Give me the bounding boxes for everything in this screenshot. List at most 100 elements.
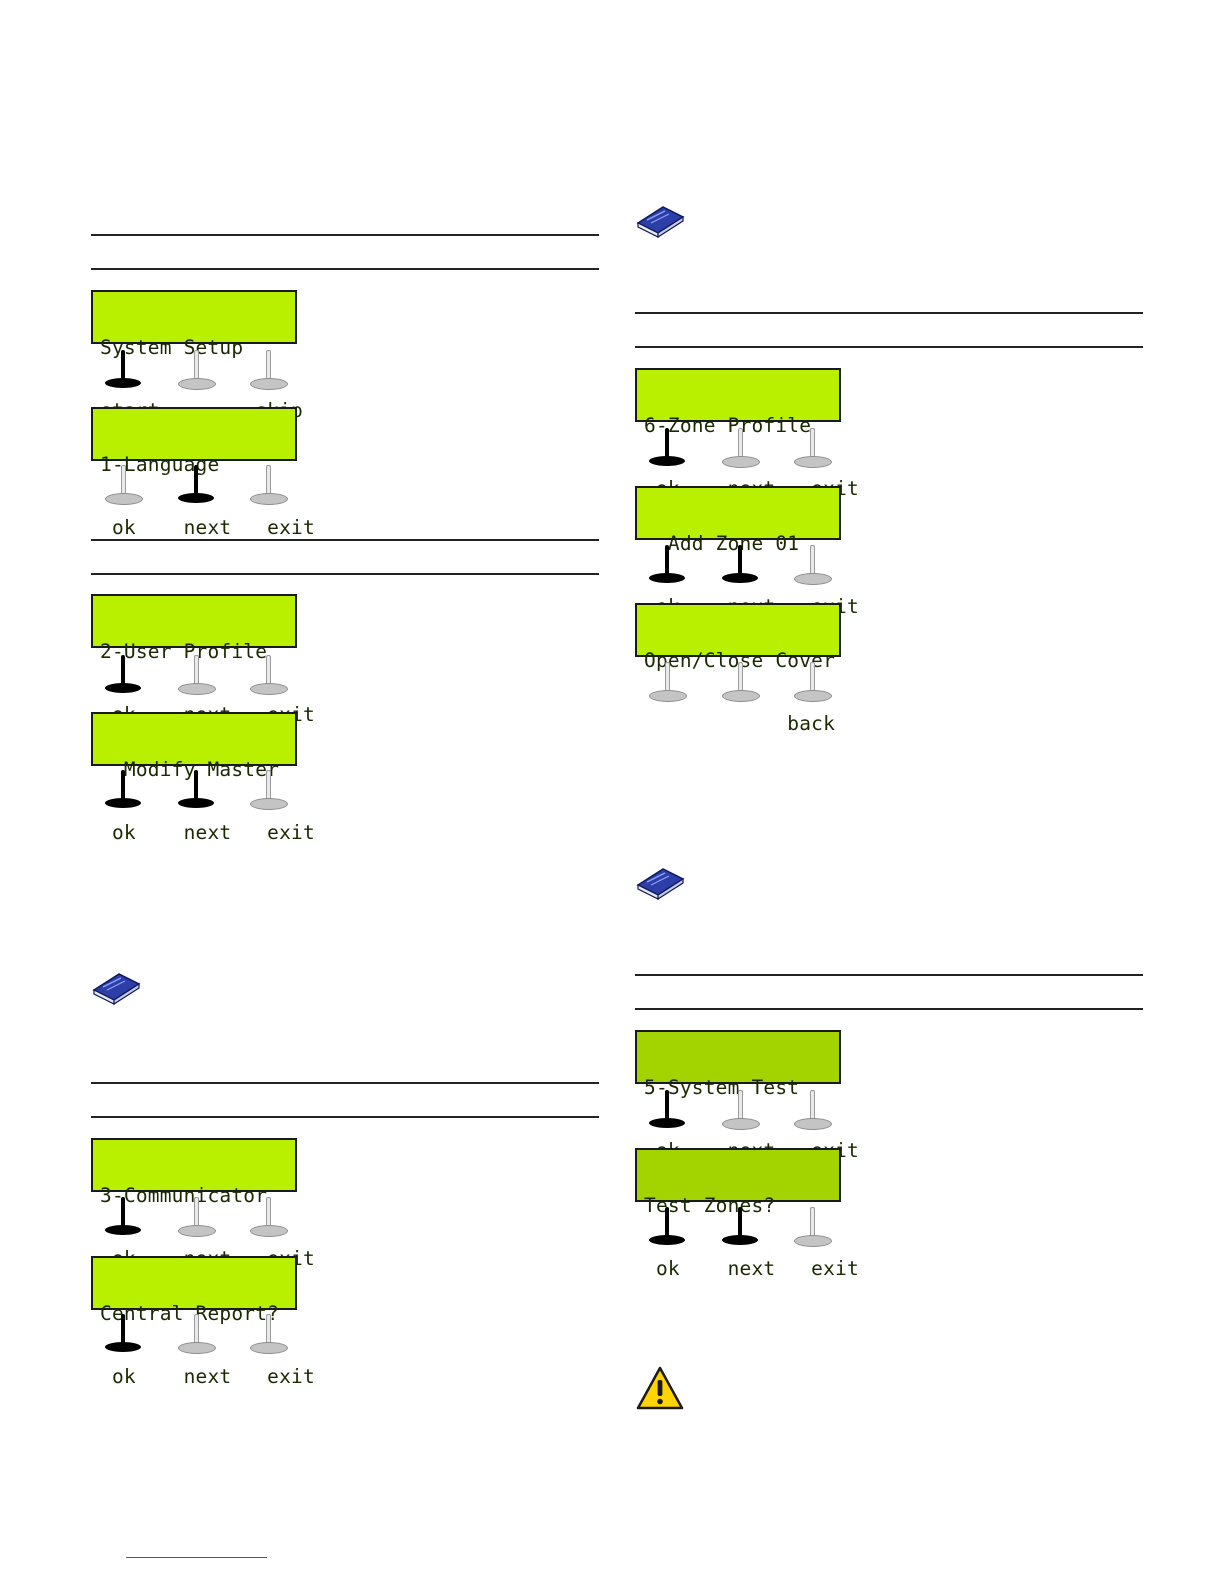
key-base	[178, 493, 214, 503]
keypad-add-zone	[635, 545, 841, 587]
middle-key-idle	[176, 655, 216, 697]
key-stem	[665, 428, 669, 458]
lcd-line-2: ok next exit	[100, 516, 315, 539]
lcd-user-profile: 2-User Profile ok next exit	[91, 594, 315, 725]
key-stem	[121, 1314, 125, 1344]
section-rule	[91, 539, 599, 541]
key-base	[105, 378, 141, 388]
right-key-idle	[248, 465, 288, 507]
right-key-idle	[792, 1207, 832, 1249]
key-stem	[121, 770, 125, 800]
section-rule	[91, 1116, 599, 1118]
key-base	[794, 1118, 832, 1130]
lcd-add-zone: Add Zone 01 ok next exit	[635, 486, 859, 617]
section-rule	[91, 1082, 599, 1084]
keypad-system-setup	[91, 350, 297, 392]
key-stem	[665, 1090, 669, 1120]
key-base	[250, 1225, 288, 1237]
key-base	[105, 1225, 141, 1235]
key-base	[178, 683, 216, 695]
key-base	[722, 1118, 760, 1130]
key-base	[250, 798, 288, 810]
left-key-pressed	[647, 1090, 687, 1132]
key-base	[722, 690, 760, 702]
left-key-pressed	[103, 770, 143, 812]
right-key-idle	[792, 662, 832, 704]
section-rule	[635, 346, 1143, 348]
middle-key-idle	[720, 662, 760, 704]
key-base	[794, 1235, 832, 1247]
lcd-line-1: Modify Master	[100, 758, 280, 781]
warning-icon	[636, 1366, 684, 1410]
section-rule	[635, 312, 1143, 314]
key-base	[178, 378, 216, 390]
right-key-idle	[248, 1197, 288, 1239]
key-base	[794, 573, 832, 585]
key-base	[722, 573, 758, 583]
key-stem	[121, 1197, 125, 1227]
left-key-pressed	[103, 1197, 143, 1239]
middle-key-pressed	[720, 545, 760, 587]
right-key-idle	[248, 1314, 288, 1356]
section-rule	[635, 1008, 1143, 1010]
lcd-line-1: Test Zones?	[644, 1194, 776, 1217]
key-base	[649, 456, 685, 466]
keypad-system-test	[635, 1090, 841, 1132]
section-rule	[91, 268, 599, 270]
keypad-language	[91, 465, 297, 507]
lcd-system-setup: System Setup start skip	[91, 290, 303, 421]
left-key-pressed	[647, 545, 687, 587]
key-base	[722, 1235, 758, 1245]
lcd-line-1: Open/Close Cover	[644, 649, 836, 672]
keypad-test-zones	[635, 1207, 841, 1249]
key-base	[794, 456, 832, 468]
lcd-line-1: 1-Language	[100, 453, 220, 476]
key-base	[250, 378, 288, 390]
lcd-line-2: ok next exit	[644, 1257, 859, 1280]
right-key-idle	[792, 545, 832, 587]
key-base	[250, 683, 288, 695]
lcd-line-1: 6-Zone Profile	[644, 414, 812, 437]
left-key-pressed	[103, 655, 143, 697]
right-key-idle	[248, 350, 288, 392]
left-key-pressed	[647, 1207, 687, 1249]
middle-key-idle	[720, 428, 760, 470]
key-stem	[665, 545, 669, 575]
key-base	[105, 683, 141, 693]
section-rule	[91, 573, 599, 575]
lcd-line-2: ok next exit	[100, 821, 315, 844]
left-key-pressed	[647, 428, 687, 470]
lcd-test-zones: Test Zones? ok next exit	[635, 1148, 859, 1279]
key-base	[794, 690, 832, 702]
lcd-line-1: 3-Communicator	[100, 1184, 268, 1207]
book-icon	[92, 973, 141, 1006]
lcd-modify-master: Modify Master ok next exit	[91, 712, 315, 843]
lcd-zone-profile: 6-Zone Profile ok next exit	[635, 368, 859, 499]
key-base	[649, 1235, 685, 1245]
middle-key-pressed	[176, 770, 216, 812]
middle-key-idle	[176, 350, 216, 392]
book-icon	[636, 206, 685, 239]
keypad-communicator	[91, 1197, 297, 1239]
key-stem	[738, 545, 742, 575]
key-base	[178, 1225, 216, 1237]
lcd-central-report: Central Report? ok next exit	[91, 1256, 315, 1387]
middle-key-pressed	[176, 465, 216, 507]
lcd-line-1: 2-User Profile	[100, 640, 268, 663]
left-key-pressed	[103, 350, 143, 392]
key-base	[649, 573, 685, 583]
key-base	[722, 456, 760, 468]
key-stem	[738, 1207, 742, 1237]
middle-key-idle	[176, 1314, 216, 1356]
key-base	[105, 493, 143, 505]
left-key-pressed	[103, 1314, 143, 1356]
middle-key-pressed	[720, 1207, 760, 1249]
key-base	[250, 1342, 288, 1354]
lcd-line-2: back	[644, 712, 836, 735]
key-stem	[121, 655, 125, 685]
keypad-central-report	[91, 1314, 297, 1356]
key-base	[649, 1118, 685, 1128]
keypad-user-profile	[91, 655, 297, 697]
key-base	[178, 798, 214, 808]
middle-key-idle	[720, 1090, 760, 1132]
